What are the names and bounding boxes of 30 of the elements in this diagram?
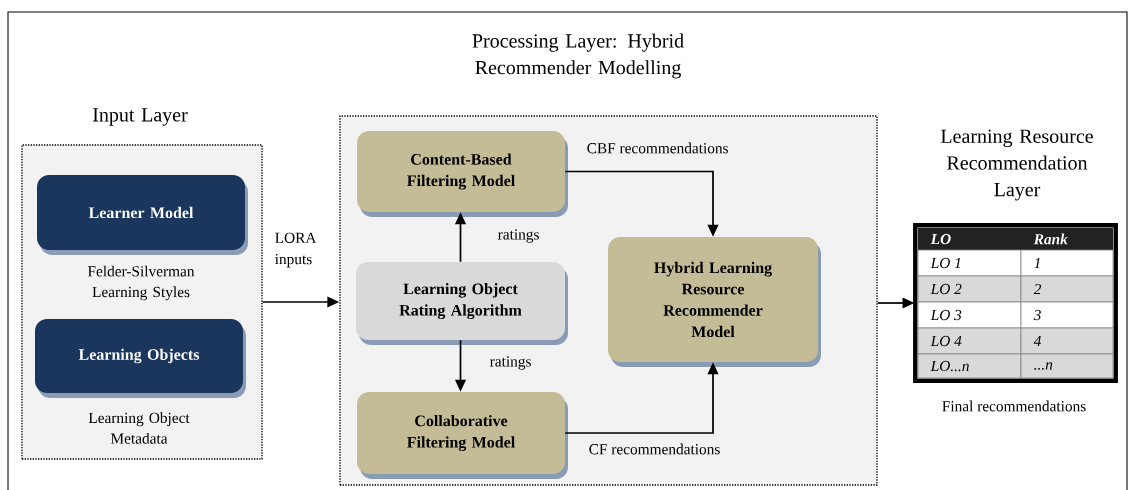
process-box: Collaborative Filtering Model — [357, 392, 568, 479]
edge-label: LORA inputs — [275, 232, 317, 268]
results-table — [914, 224, 1117, 382]
table-cell: LO 3 — [917, 301, 1022, 329]
process-box: Learning Object Rating Algorithm — [356, 262, 568, 345]
edge-label: ratings — [490, 356, 531, 370]
table-cell: ...n — [1020, 353, 1114, 379]
table-cell: 4 — [1020, 327, 1114, 355]
box-caption: Learning Object Metadata — [88, 412, 190, 444]
layer-heading: Learning Resource Recommendation Layer — [940, 129, 1093, 201]
box-caption: Felder-Silverman Learning Styles — [87, 265, 195, 301]
table-caption: Final recommendations — [942, 400, 1086, 412]
edge-label: CF recommendations — [589, 443, 720, 455]
table-header-cell: LO — [918, 228, 1021, 250]
process-box: Content-Based Filtering Model — [357, 131, 568, 217]
process-box: Hybrid Learning Resource Recommender Model — [608, 237, 821, 367]
table-header-cell: Rank — [1021, 228, 1113, 250]
table-cell: 3 — [1020, 301, 1114, 329]
edge-label: ratings — [498, 229, 539, 243]
table-cell: LO...n — [917, 353, 1022, 379]
table-cell: LO 1 — [917, 249, 1022, 277]
node-label: Input Layer — [92, 108, 188, 126]
table-cell: LO 2 — [917, 275, 1022, 303]
process-box: Learner Model — [37, 175, 248, 255]
edge-label: CBF recommendations — [587, 142, 728, 154]
table-cell: 1 — [1020, 249, 1114, 277]
process-box: Learning Objects — [35, 319, 246, 398]
table-cell: LO 4 — [917, 327, 1022, 355]
table-cell: 2 — [1020, 275, 1114, 303]
node-label: Processing Layer: Hybrid Recommender Modelling — [472, 33, 684, 79]
